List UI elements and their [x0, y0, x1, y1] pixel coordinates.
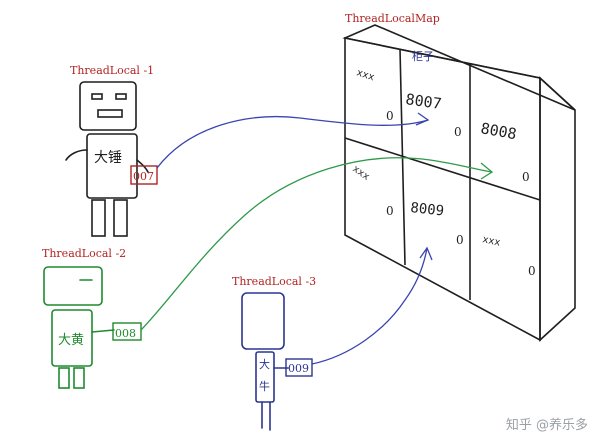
cell-value: 0: [454, 125, 462, 139]
arrow-thread-1-to-map: [156, 112, 430, 169]
cell-value: 0: [522, 170, 530, 184]
robot-2-figure: [43, 266, 115, 389]
cell-value: 0: [386, 204, 394, 218]
map-cell: 8009 0: [410, 200, 464, 247]
robot-3-name-top: 大: [259, 357, 270, 371]
robot-2-key-card: [112, 322, 142, 341]
map-cell: 8007 0: [404, 90, 461, 139]
map-cell: 8008 0: [479, 119, 529, 184]
arrow-thread-3-to-map: [311, 246, 433, 365]
cell-key: xxx: [481, 234, 501, 249]
robot-2-name: 大黄: [58, 333, 84, 348]
watermark-text: 知乎 @养乐多: [505, 418, 588, 433]
cell-value: 0: [386, 109, 394, 123]
robot-3-name-bottom: 牛: [259, 379, 270, 393]
cell-value: 0: [528, 264, 536, 278]
cell-key: xxx: [350, 163, 371, 182]
map-cell: xxx 0: [481, 234, 535, 278]
map-title: ThreadLocalMap: [345, 12, 440, 25]
cabinet-label: 柜子: [412, 50, 434, 63]
cell-key: xxx: [355, 67, 376, 83]
robot-1-name: 大锤: [94, 150, 122, 166]
cell-tag: 8009: [410, 200, 445, 219]
map-cell: xxx 0: [350, 163, 393, 218]
arrow-thread-2-to-map: [140, 157, 494, 331]
robot-1-key-card: [130, 165, 158, 185]
cell-tag: 8007: [404, 90, 442, 113]
map-cell: xxx 0: [355, 67, 394, 123]
robot-1-key-tag: 007: [133, 170, 154, 183]
robot-3-key-tag: 009: [288, 362, 309, 375]
thread-1-label: ThreadLocal -1: [70, 64, 154, 77]
cell-tag: 8008: [479, 119, 518, 143]
cell-value: 0: [456, 233, 464, 247]
robot-3-figure: [241, 292, 289, 431]
robot-3-key-card: [285, 358, 313, 377]
robot-2-key-tag: 008: [115, 327, 136, 340]
thread-3-label: ThreadLocal -3: [232, 275, 316, 288]
thread-2-label: ThreadLocal -2: [42, 247, 126, 260]
map-cabinet: [342, 24, 576, 342]
